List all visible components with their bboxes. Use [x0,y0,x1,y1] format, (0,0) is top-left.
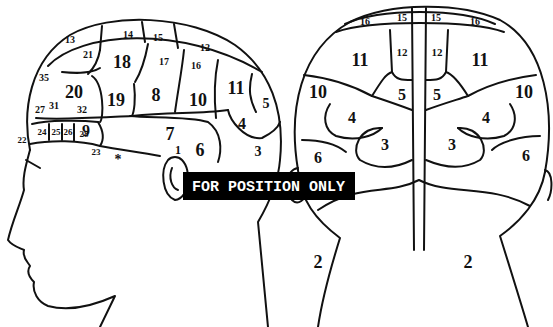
callout-number: 11 [351,51,368,69]
region-line [175,50,184,112]
stamp-text: FOR POSITION ONLY [192,179,345,197]
callout-number: 18 [113,53,131,71]
callout-number: 4 [482,110,490,126]
region-line [135,44,148,82]
eye-line [26,160,40,168]
callout-number: 12 [397,47,408,58]
callout-number: 11 [471,51,488,69]
callout-number: 17 [159,57,169,67]
region-line [36,110,228,119]
callout-number: 15 [397,13,407,23]
region-line [390,30,448,72]
region-line [142,22,145,42]
callout-number: 2 [464,253,473,271]
callout-number: 35 [39,73,49,83]
region-line [325,104,382,138]
region-line [61,124,63,140]
callout-number: 10 [515,83,533,101]
callout-number: 15 [153,33,163,43]
callout-number: 5 [398,87,406,103]
region-line [492,136,540,150]
callout-number: 10 [309,83,327,101]
callout-number: 19 [107,91,125,109]
region-line [48,124,50,140]
callout-number: 28 [80,130,89,139]
callout-number: 22 [18,136,27,145]
region-line [392,72,446,80]
region-line [250,74,256,112]
callout-number: 1 [175,144,181,156]
callout-number: 16 [470,17,480,27]
head-back [295,7,549,172]
region-line [130,116,220,162]
callout-number: 2 [314,253,323,271]
callout-number: 6 [196,141,205,159]
callout-number: 16 [360,17,370,27]
callout-number: 5 [433,87,441,103]
callout-number: 3 [255,145,262,159]
callout-number: 32 [77,105,87,115]
callout-number: 27 [35,105,45,115]
region-line [62,68,100,73]
region-line [30,141,160,156]
region-line [174,24,178,48]
callout-number: 16 [191,61,201,71]
callout-number: 3 [381,137,389,153]
callout-number: 6 [522,148,530,164]
callout-number: 24 [38,128,47,137]
region-line [92,76,102,122]
callout-number: 31 [49,101,59,111]
region-line [372,96,468,110]
region-line [426,128,484,167]
callout-number: 26 [64,128,73,137]
callout-number: * [115,153,122,167]
callout-number: 25 [52,128,61,137]
region-line [132,84,135,116]
region-line [458,104,515,138]
callout-number: 15 [431,13,441,23]
ear-inner [170,168,178,190]
region-line [228,110,280,138]
midline [412,8,426,250]
callout-number: 3 [448,137,456,153]
region-line [98,122,103,146]
callout-number: 4 [348,110,356,126]
region-line [73,124,75,141]
callout-number: 23 [92,148,101,157]
callout-number: 7 [166,125,175,143]
callout-number: 13 [65,35,75,45]
callout-number: 4 [238,116,246,132]
callout-number: 5 [263,97,270,111]
region-line [356,128,412,167]
ear-right [545,170,551,200]
region-line [215,60,218,118]
callout-number: 20 [65,83,83,101]
callout-number: 12 [432,47,443,58]
region-line [302,140,346,152]
callout-number: 12 [200,43,210,53]
callout-number: 21 [83,50,93,60]
callout-number: 8 [152,86,161,104]
face-profile [8,150,115,327]
region-line [48,38,262,72]
callout-number: 6 [314,150,322,166]
callout-number: 14 [123,30,133,40]
callout-number: 11 [227,79,244,97]
region-line [100,26,102,50]
callout-number: 10 [189,91,207,109]
stamp-box: FOR POSITION ONLY [183,172,355,200]
